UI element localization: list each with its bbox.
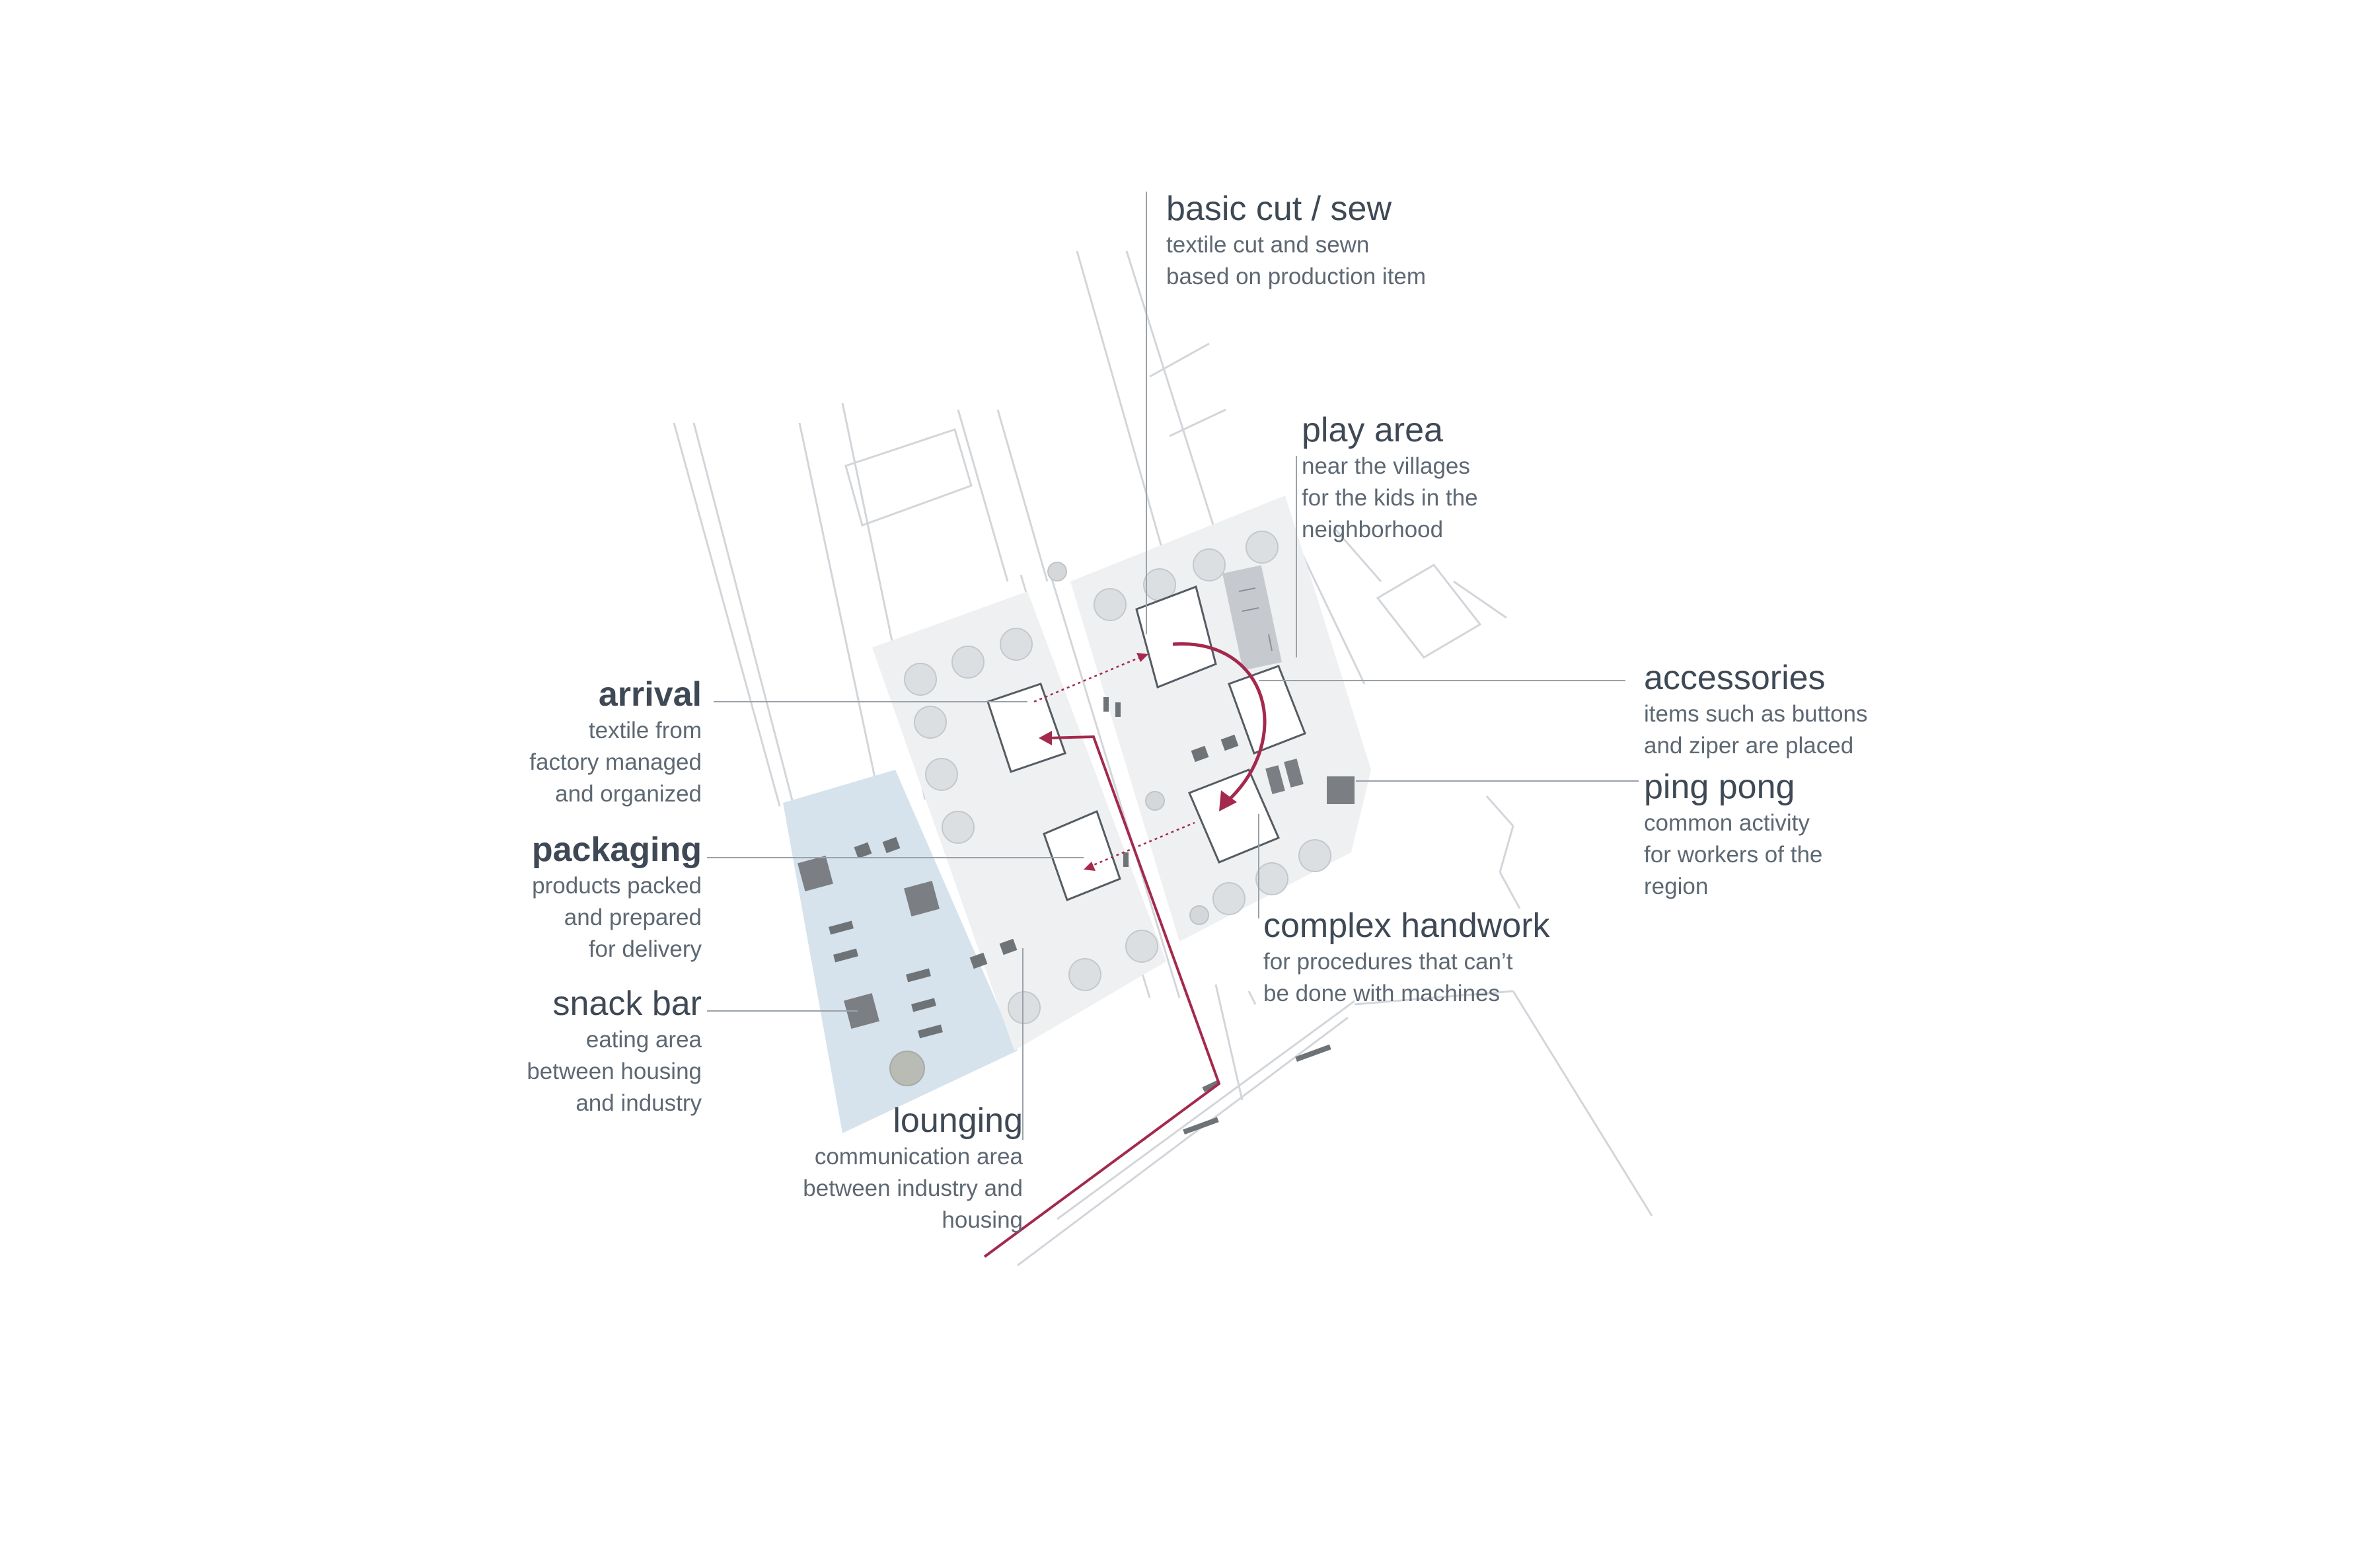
- label-accessories-title: accessories: [1644, 659, 1826, 697]
- label-snack-bar-line: between housing: [527, 1059, 702, 1084]
- label-snack-bar-line: eating area: [585, 1027, 702, 1053]
- label-ping-pong-line: region: [1644, 874, 1709, 899]
- label-packaging-line: products packed: [532, 873, 702, 899]
- label-basic-cut-sew-line: based on production item: [1166, 264, 1427, 289]
- small-dots: [1047, 562, 1209, 925]
- label-snack-bar-title: snack bar: [552, 985, 702, 1023]
- label-lounging-line: housing: [942, 1207, 1023, 1233]
- label-packaging-title: packaging: [531, 831, 702, 869]
- process-curve-arrow: [1172, 642, 1267, 804]
- delivery-route-arrowhead: [1039, 731, 1052, 745]
- dark-blocks: [798, 759, 1355, 1029]
- label-play-area-line: for the kids in the: [1302, 485, 1478, 511]
- label-ping-pong-title: ping pong: [1644, 768, 1795, 806]
- label-play-area-line: near the villages: [1302, 453, 1470, 479]
- label-accessories-line: items such as buttons: [1644, 701, 1868, 727]
- snack-bar-round-table: [889, 1051, 925, 1086]
- label-accessories: accessories items such as buttons and zi…: [1644, 657, 1868, 762]
- context-lines: [673, 250, 1653, 1267]
- process-curve-arrowhead: [1219, 790, 1237, 811]
- label-packaging: packaging products packed and prepared f…: [532, 829, 702, 965]
- buildings: [986, 585, 1306, 901]
- label-complex-handwork-line: be done with machines: [1263, 981, 1500, 1006]
- flow-arrows: [1033, 656, 1195, 868]
- label-complex-handwork-title: complex handwork: [1263, 907, 1550, 945]
- label-play-area-line: neighborhood: [1302, 517, 1444, 542]
- label-lounging-line: communication area: [814, 1144, 1023, 1170]
- label-lounging-title: lounging: [893, 1101, 1023, 1140]
- label-arrival-line: and organized: [555, 781, 702, 807]
- label-arrival-line: textile from: [588, 718, 702, 743]
- leader-lines: [707, 192, 1639, 1140]
- label-basic-cut-sew-title: basic cut / sew: [1166, 190, 1392, 228]
- play-area-strip: [1222, 565, 1282, 671]
- label-accessories-line: and ziper are placed: [1644, 733, 1854, 759]
- label-packaging-line: for delivery: [588, 936, 702, 962]
- flow-arrowhead-top: [1136, 653, 1148, 662]
- label-complex-handwork: complex handwork for procedures that can…: [1263, 905, 1550, 1010]
- trees: [904, 531, 1331, 1024]
- label-ping-pong-line: for workers of the: [1644, 842, 1823, 868]
- label-lounging: lounging communication area between indu…: [803, 1100, 1023, 1236]
- label-snack-bar-line: and industry: [576, 1090, 702, 1116]
- label-ping-pong-line: common activity: [1644, 810, 1810, 836]
- delivery-route: [983, 735, 1221, 1258]
- label-basic-cut-sew: basic cut / sew textile cut and sewn bas…: [1166, 188, 1426, 293]
- flow-arrowhead-bottom: [1084, 862, 1096, 871]
- label-play-area-title: play area: [1302, 411, 1443, 449]
- label-packaging-line: and prepared: [564, 905, 702, 930]
- label-arrival: arrival textile from factory managed and…: [529, 674, 702, 810]
- play-area-marks: [1238, 587, 1273, 652]
- label-snack-bar: snack bar eating area between housing an…: [527, 983, 702, 1119]
- label-arrival-line: factory managed: [529, 749, 702, 775]
- label-basic-cut-sew-line: textile cut and sewn: [1166, 232, 1370, 258]
- gray-zone-left: [872, 591, 1166, 1051]
- label-ping-pong: ping pong common activity for workers of…: [1644, 766, 1822, 903]
- label-play-area: play area near the villages for the kids…: [1302, 410, 1478, 546]
- furniture: [829, 697, 1331, 1135]
- blue-zone-snack-packaging: [783, 770, 1018, 1133]
- label-complex-handwork-line: for procedures that can’t: [1263, 949, 1513, 975]
- label-lounging-line: between industry and: [803, 1175, 1023, 1201]
- label-arrival-title: arrival: [598, 675, 702, 714]
